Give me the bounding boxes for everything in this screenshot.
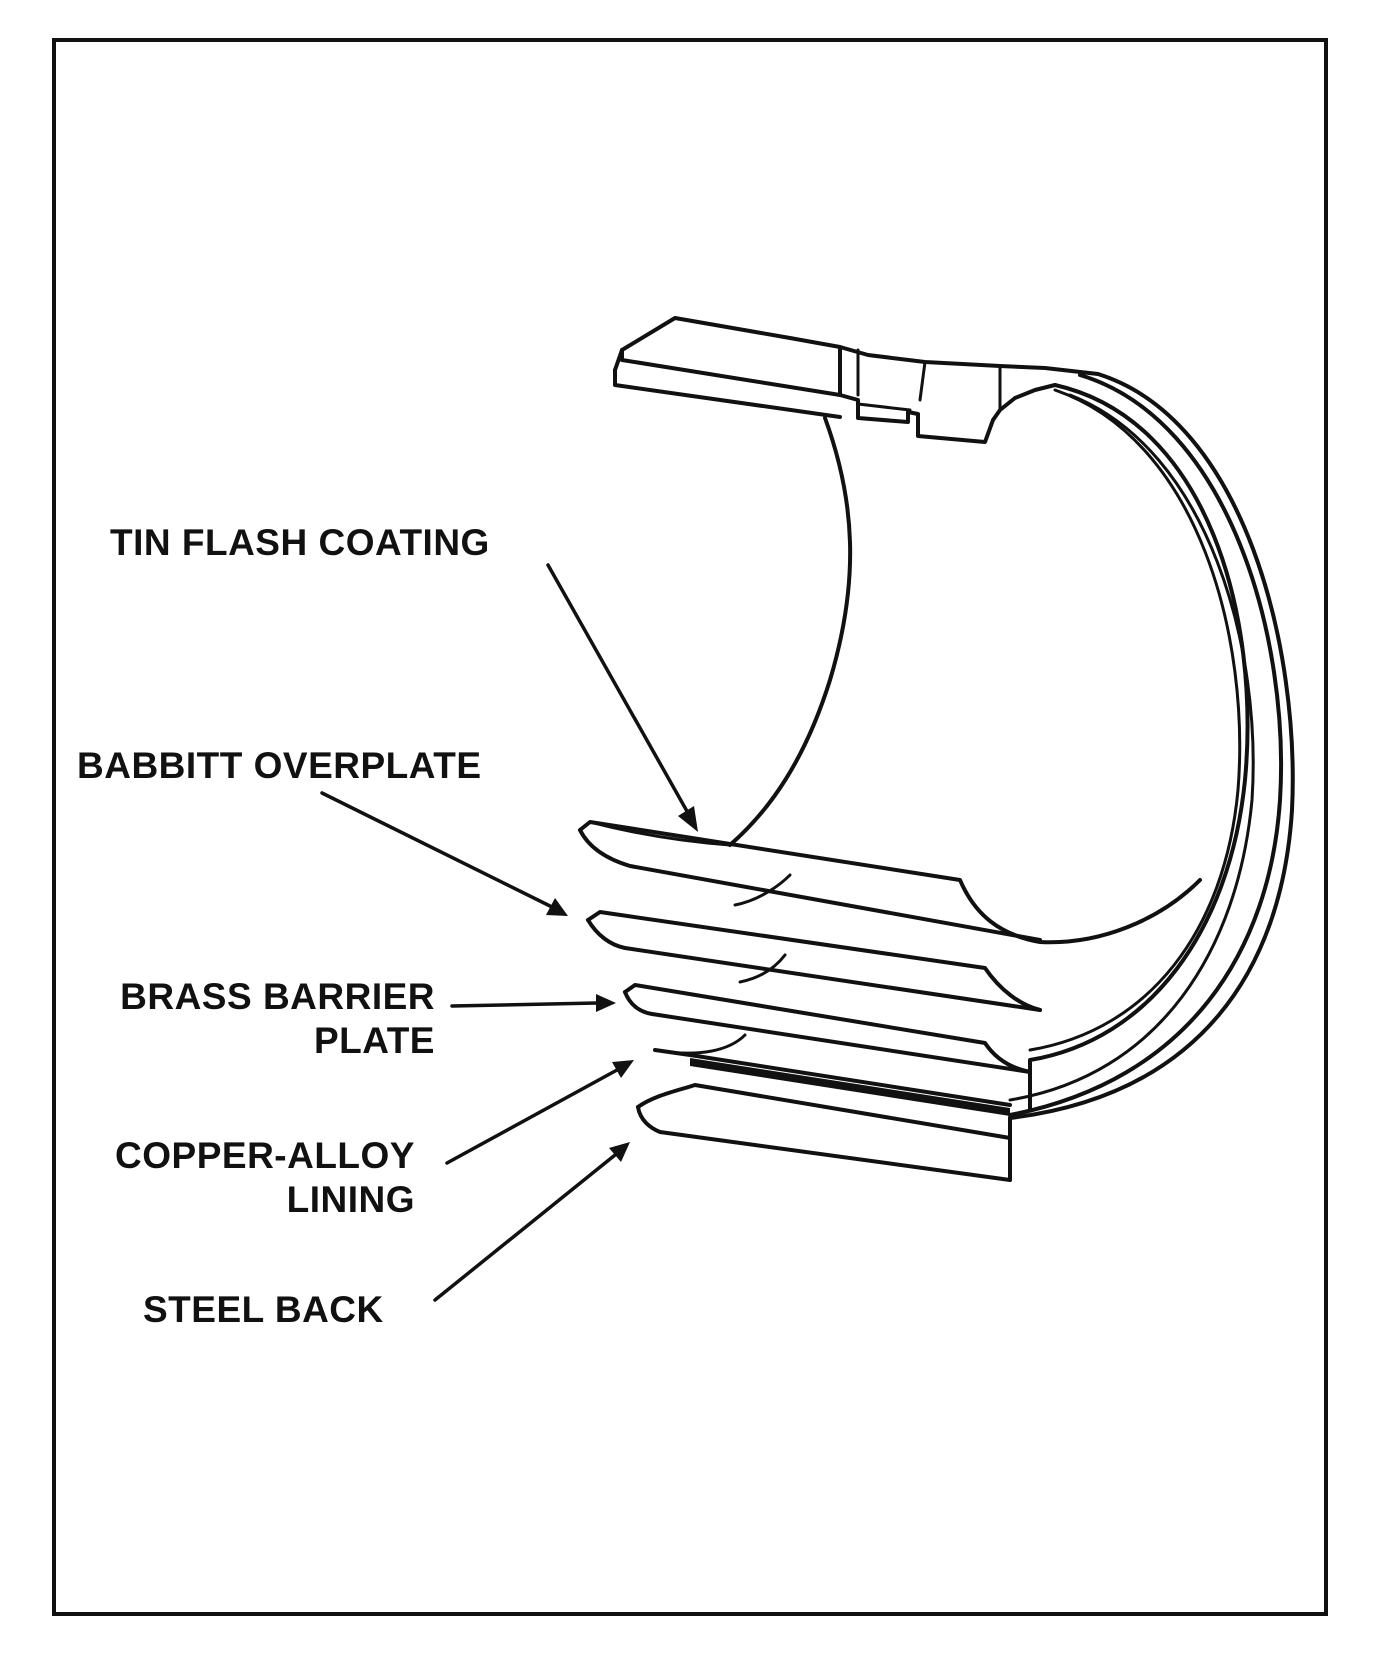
label-copper-alloy-line2: LINING bbox=[286, 1179, 415, 1220]
top-flange bbox=[613, 316, 1100, 444]
leader-babbitt-arrow bbox=[320, 791, 568, 916]
layer-babbitt bbox=[586, 873, 1042, 1012]
layer-copper-alloy bbox=[653, 1033, 1012, 1116]
label-brass-barrier-line1: BRASS BARRIER bbox=[120, 976, 435, 1017]
leader-brass-arrow bbox=[450, 994, 616, 1012]
label-brass-barrier-line2: PLATE bbox=[313, 1020, 435, 1061]
label-babbitt-overplate: BABBITT OVERPLATE bbox=[77, 745, 482, 786]
diagram-frame bbox=[52, 38, 1328, 1616]
leader-tin-flash-arrow bbox=[546, 563, 698, 832]
label-copper-alloy-line1: COPPER-ALLOY bbox=[115, 1135, 415, 1176]
layer-brass-barrier bbox=[623, 953, 1032, 1074]
leader-steel-arrow bbox=[433, 1142, 630, 1302]
layer-tin-flash bbox=[578, 820, 1202, 945]
label-tin-flash-coating: TIN FLASH COATING bbox=[110, 522, 490, 563]
label-steel-back: STEEL BACK bbox=[143, 1289, 384, 1330]
bore-left-arc bbox=[728, 416, 853, 847]
leader-copper-arrow bbox=[445, 1060, 634, 1165]
shell-arcs bbox=[1008, 372, 1295, 1182]
layer-steel-back bbox=[636, 1083, 1012, 1182]
